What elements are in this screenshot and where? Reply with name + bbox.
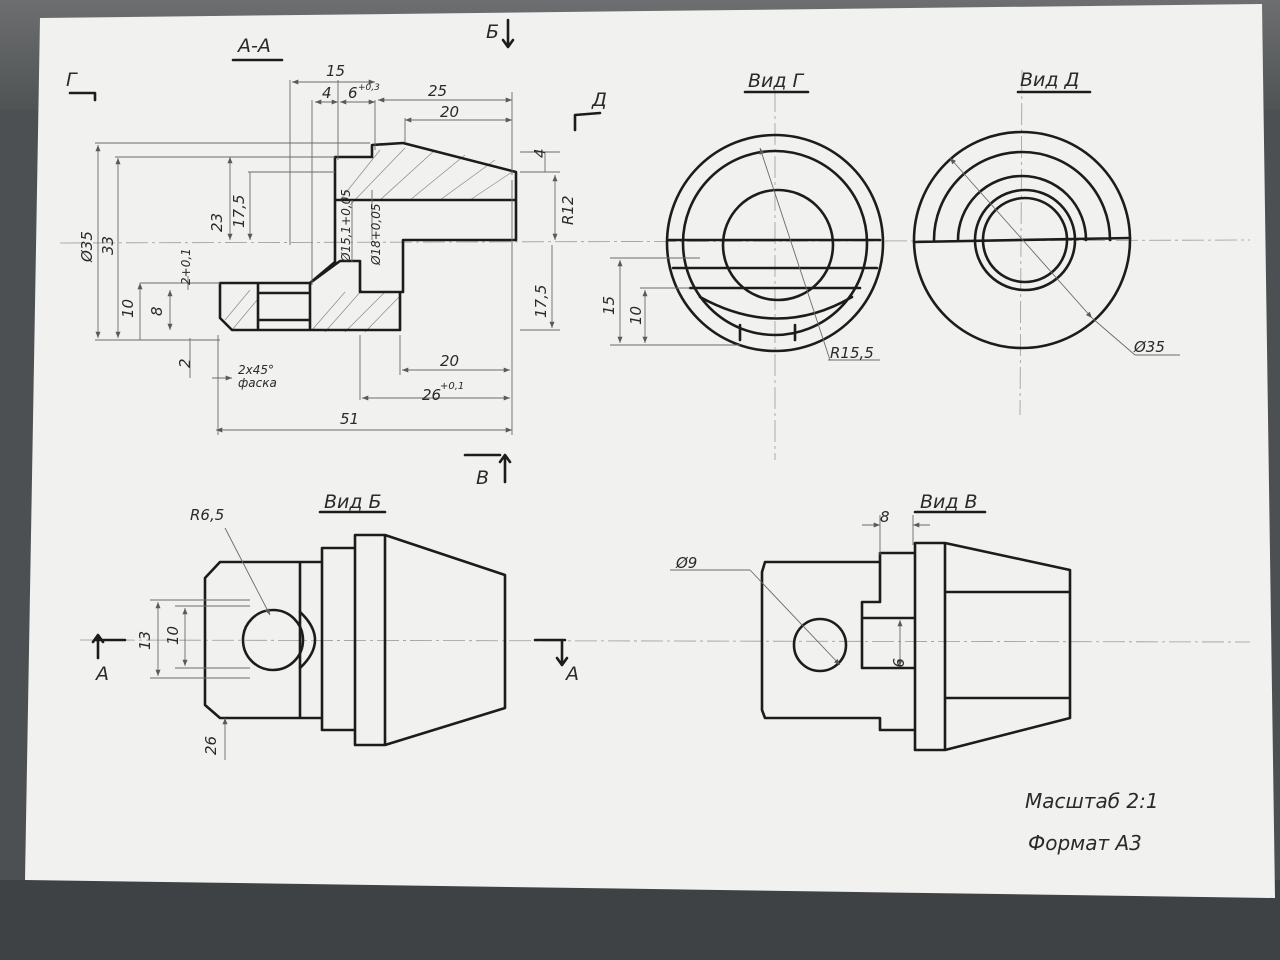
section-title-aa: А-А — [236, 35, 271, 57]
dim-15-view-g: 15 — [600, 296, 618, 315]
view-b — [79, 510, 1251, 760]
dim-phi9: Ø9 — [675, 554, 697, 572]
scale-note: Масштаб 2:1 — [1025, 789, 1159, 813]
marker-v-line — [463, 453, 512, 484]
dim-13-view-b: 13 — [136, 631, 154, 650]
dim-10-view-g: 10 — [627, 306, 645, 325]
dim-26-tolerance: +0,1 — [440, 381, 464, 392]
section-aa — [59, 18, 1251, 484]
dim-8-left: 8 — [148, 306, 166, 316]
center-axis-bottom — [79, 639, 1251, 643]
view-g — [610, 90, 885, 460]
dim-33: 33 — [99, 236, 117, 255]
view-v-outline — [760, 541, 1072, 752]
dim-26: 26 — [422, 386, 441, 404]
view-g-features — [666, 238, 882, 342]
marker-b-line — [501, 18, 515, 49]
view-v-title: Вид В — [920, 491, 978, 513]
dim-10-left: 10 — [119, 299, 137, 318]
dim-4-right: 4 — [531, 148, 549, 158]
dim-23: 23 — [208, 213, 226, 232]
marker-d-line — [573, 111, 602, 132]
dim-2-bottom: 2 — [176, 358, 194, 368]
dim-phi18: Ø18+0,05 — [369, 204, 383, 267]
dim-8-view-v: 8 — [880, 508, 890, 526]
view-b-arc — [298, 610, 317, 670]
format-note: Формат А3 — [1028, 831, 1142, 855]
marker-a-right-label: А — [564, 663, 579, 685]
dim-26-view-b: 26 — [202, 736, 220, 755]
section-dimension-lines — [95, 79, 560, 435]
view-d-dimension-lines — [949, 157, 1180, 356]
dim-r12: R12 — [559, 195, 577, 225]
view-b-dimension-lines — [150, 527, 271, 760]
dim-20-bottom: 20 — [440, 352, 459, 370]
view-d-title: Вид Д — [1020, 69, 1079, 91]
marker-a-right-line — [533, 638, 569, 667]
dim-phi35-view-d: Ø35 — [1133, 338, 1165, 356]
dim-6-top: 6 — [348, 84, 358, 102]
marker-b-label: Б — [486, 21, 499, 43]
dim-2-tolerance: 2+0,1 — [179, 248, 193, 285]
dim-phi15-1: Ø15,1+0,05 — [339, 189, 353, 263]
chamfer-label: фаска — [238, 376, 277, 390]
dim-25-top: 25 — [428, 82, 447, 100]
paper-sheet — [25, 4, 1275, 898]
view-g-dimension-lines — [610, 147, 880, 361]
section-hatch — [224, 147, 513, 333]
marker-g-line — [68, 91, 97, 102]
view-d — [912, 69, 1180, 416]
dim-9-view-v: 9 — [889, 658, 907, 668]
dim-20-top: 20 — [440, 103, 459, 121]
dim-17-5-right: 17,5 — [532, 285, 550, 318]
dim-6-tolerance: +0,3 — [358, 83, 380, 93]
view-v-dimension-lines — [670, 515, 930, 666]
view-b-outline — [203, 533, 507, 747]
dim-15-top: 15 — [326, 62, 345, 80]
marker-d-label: Д — [591, 89, 607, 111]
chamfer-size: 2x45° — [238, 363, 274, 377]
section-outline — [218, 141, 518, 332]
marker-a-left-line — [91, 633, 127, 660]
dim-51: 51 — [340, 410, 359, 428]
dim-phi35-left: Ø35 — [78, 231, 96, 263]
marker-v-label: В — [476, 467, 489, 489]
dim-10-view-b: 10 — [164, 626, 182, 645]
view-v — [670, 510, 1072, 752]
view-g-title: Вид Г — [748, 70, 805, 92]
view-b-title: Вид Б — [324, 491, 382, 513]
dim-r15-5: R15,5 — [830, 344, 874, 362]
dim-17-5-left: 17,5 — [230, 195, 248, 228]
marker-a-left-label: А — [94, 663, 109, 685]
dim-r6-5: R6,5 — [190, 506, 224, 524]
marker-g-label: Г — [66, 69, 78, 91]
dim-4-top: 4 — [322, 84, 332, 102]
